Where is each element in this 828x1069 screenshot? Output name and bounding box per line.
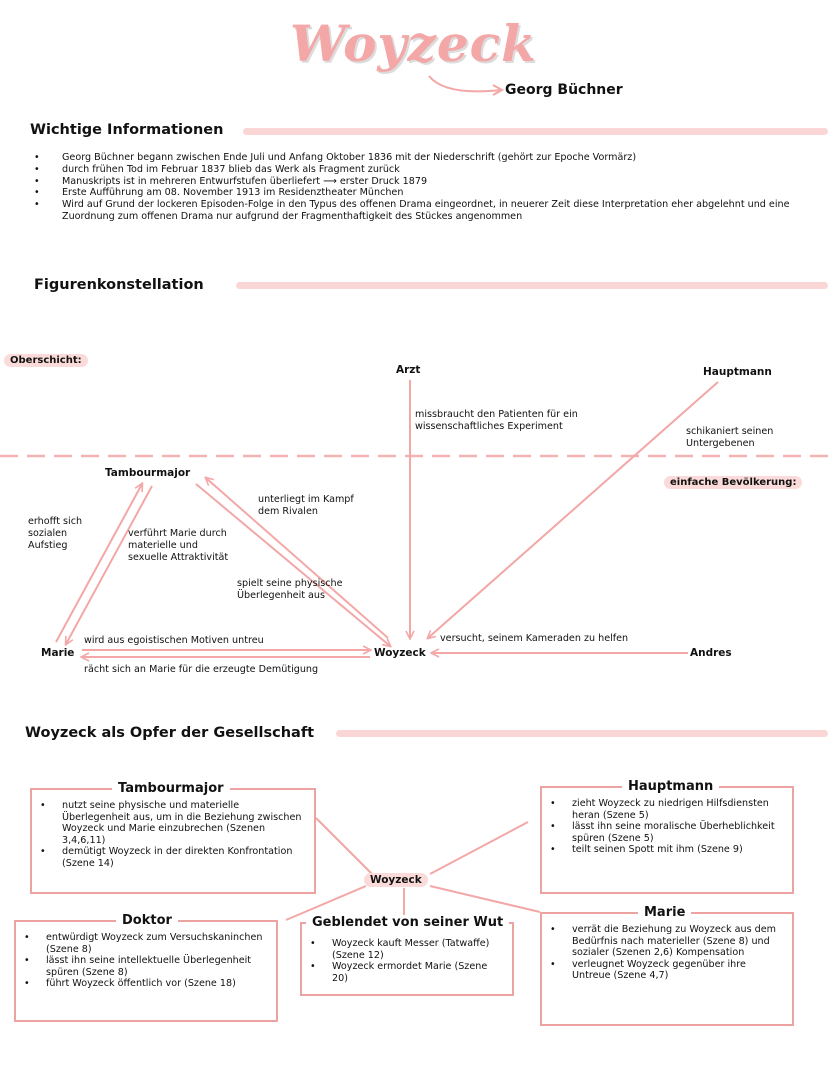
- list-item: Woyzeck ermordet Marie (Szene 20): [302, 961, 504, 984]
- oberschicht-label: Oberschicht:: [4, 354, 88, 367]
- einfache-label: einfache Bevölkerung:: [664, 476, 803, 489]
- label-andres-woyzeck: versucht, seinem Kameraden zu helfen: [440, 633, 629, 644]
- author: Georg Büchner: [505, 82, 623, 98]
- list-item: lässt ihn seine moralische Überheblichke…: [542, 821, 782, 844]
- page-title: Woyzeck: [290, 14, 537, 73]
- heading-bar: [336, 730, 828, 737]
- box-doktor: Doktor entwürdigt Woyzeck zum Versuchska…: [14, 913, 278, 1022]
- info-list: Georg Büchner begann zwischen Ende Juli …: [34, 152, 814, 223]
- list-item: lässt ihn seine intellektuelle Überlegen…: [16, 955, 266, 978]
- opfer-heading: Woyzeck als Opfer der Gesellschaft: [25, 725, 315, 741]
- list-item: demütigt Woyzeck in der direkten Konfron…: [32, 846, 304, 869]
- node-arzt: Arzt: [396, 364, 421, 376]
- opfer-center: Woyzeck: [364, 873, 428, 887]
- node-andres: Andres: [690, 647, 732, 659]
- box-title: Tambourmajor: [112, 781, 230, 796]
- box-marie: Marie verrät die Beziehung zu Woyzeck au…: [540, 905, 794, 1026]
- node-marie: Marie: [41, 647, 75, 659]
- box-title: Doktor: [116, 913, 178, 928]
- box-hauptmann: Hauptmann zieht Woyzeck zu niedrigen Hil…: [540, 779, 794, 894]
- label-tambour-marie: verführt Marie durch materielle und sexu…: [128, 528, 229, 563]
- label-woyzeck-marie: rächt sich an Marie für die erzeugte Dem…: [84, 664, 319, 675]
- list-item: Manuskripts ist in mehreren Entwurfstufe…: [34, 176, 814, 188]
- list-item: verleugnet Woyzeck gegenüber ihre Untreu…: [542, 959, 782, 982]
- heading-bar: [243, 128, 828, 135]
- list-item: teilt seinen Spott mit ihm (Szene 9): [542, 844, 782, 856]
- box-wut: Geblendet von seiner Wut Woyzeck kauft M…: [300, 915, 514, 996]
- label-tambour-woyzeck: spielt seine physische Überlegenheit aus: [237, 578, 343, 601]
- label-marie-woyzeck: wird aus egoistischen Motiven untreu: [84, 635, 264, 646]
- list-item: zieht Woyzeck zu niedrigen Hilfsdiensten…: [542, 798, 782, 821]
- figuren-heading: Figurenkonstellation: [34, 277, 204, 293]
- list-item: nutzt seine physische und materielle Übe…: [32, 800, 304, 846]
- list-item: entwürdigt Woyzeck zum Versuchskaninchen…: [16, 932, 266, 955]
- box-title: Marie: [638, 905, 692, 920]
- title-arrow: [428, 75, 505, 96]
- list-item: verrät die Beziehung zu Woyzeck aus dem …: [542, 924, 782, 959]
- info-heading: Wichtige Informationen: [30, 122, 224, 138]
- box-title: Hauptmann: [622, 779, 720, 794]
- label-marie-tambour: erhofft sich sozialen Aufstieg: [28, 516, 83, 551]
- list-item: Wird auf Grund der lockeren Episoden-Fol…: [34, 199, 814, 223]
- box-tambourmajor: Tambourmajor nutzt seine physische und m…: [30, 781, 316, 894]
- list-item: führt Woyzeck öffentlich vor (Szene 18): [16, 978, 266, 990]
- node-hauptmann: Hauptmann: [703, 366, 772, 378]
- label-hauptmann-woyzeck: schikaniert seinen Untergebenen: [686, 426, 774, 449]
- list-item: durch frühen Tod im Februar 1837 blieb d…: [34, 164, 814, 176]
- heading-bar: [236, 282, 828, 289]
- list-item: Erste Aufführung am 08. November 1913 im…: [34, 187, 814, 199]
- list-item: Georg Büchner begann zwischen Ende Juli …: [34, 152, 814, 164]
- node-tambourmajor: Tambourmajor: [105, 467, 191, 479]
- label-woyzeck-tambour: unterliegt im Kampf dem Rivalen: [258, 494, 354, 517]
- node-woyzeck: Woyzeck: [374, 647, 426, 659]
- list-item: Woyzeck kauft Messer (Tatwaffe) (Szene 1…: [302, 938, 504, 961]
- box-title: Geblendet von seiner Wut: [306, 915, 510, 930]
- label-arzt-woyzeck: missbraucht den Patienten für ein wissen…: [415, 409, 578, 432]
